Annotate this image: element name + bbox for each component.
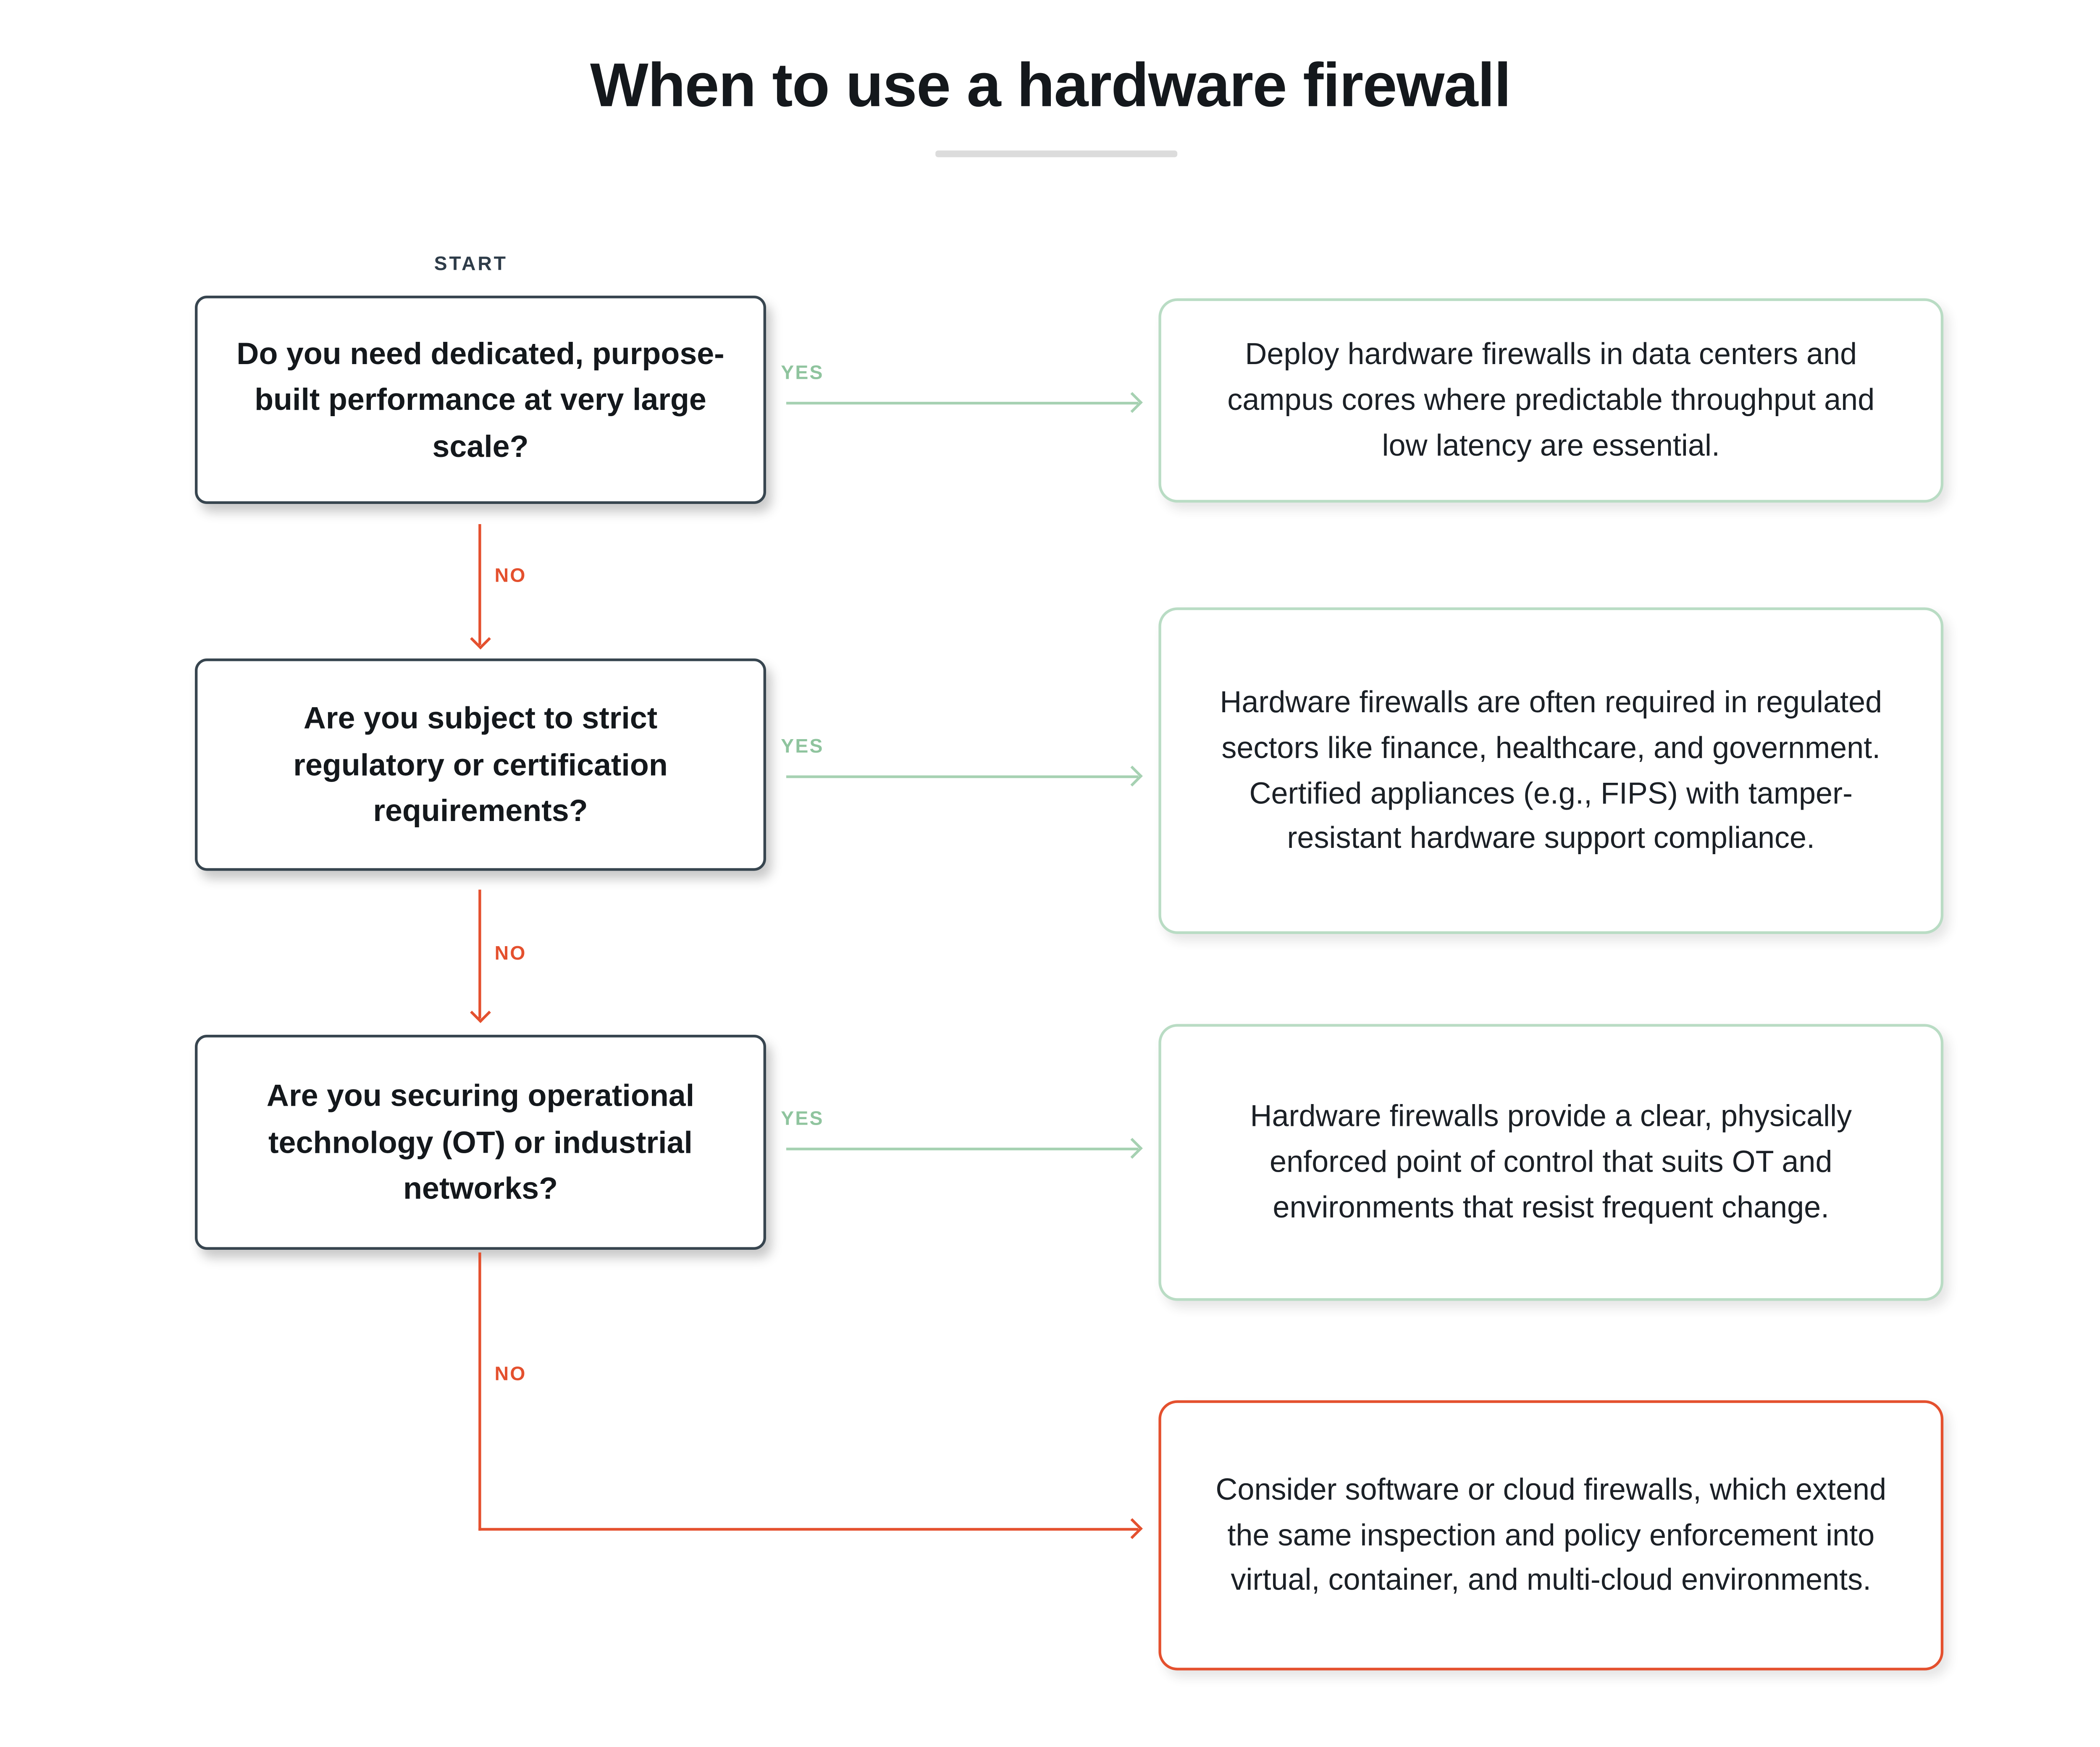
question-box-1: Do you need dedicated, purpose-built per… [195,296,766,504]
no-elbow-horizontal-arrow [478,1528,1139,1531]
outcome-box-3: Hardware firewalls provide a clear, phys… [1158,1024,1944,1301]
no-arrow-1 [478,524,481,645]
outcome-text-3: Hardware firewalls provide a clear, phys… [1250,1099,1852,1224]
yes-arrow-1 [786,401,1139,405]
yes-label-1: YES [781,363,824,385]
fallback-text: Consider software or cloud firewalls, wh… [1215,1472,1887,1597]
yes-label-3: YES [781,1109,824,1131]
yes-arrow-3 [786,1147,1139,1151]
question-box-3: Are you securing operational technology … [195,1035,766,1250]
yes-label-2: YES [781,736,824,758]
title-underline [935,150,1178,157]
no-label-3: NO [494,1364,527,1386]
yes-arrow-2 [786,775,1139,778]
outcome-text-1: Deploy hardware firewalls in data center… [1227,338,1875,462]
outcome-text-2: Hardware firewalls are often required in… [1220,685,1882,855]
question-text-3: Are you securing operational technology … [266,1078,695,1206]
no-arrow-2 [478,889,481,1019]
question-text-2: Are you subject to strict regulatory or … [293,700,668,828]
outcome-box-2: Hardware firewalls are often required in… [1158,607,1944,934]
no-label-2: NO [494,943,527,965]
question-text-1: Do you need dedicated, purpose-built per… [236,336,724,464]
question-box-2: Are you subject to strict regulatory or … [195,658,766,871]
start-label: START [434,254,508,275]
outcome-box-1: Deploy hardware firewalls in data center… [1158,298,1944,503]
no-elbow-vertical [478,1252,481,1531]
no-label-1: NO [494,566,527,588]
fallback-box: Consider software or cloud firewalls, wh… [1158,1400,1944,1671]
page-title: When to use a hardware firewall [590,50,1511,120]
